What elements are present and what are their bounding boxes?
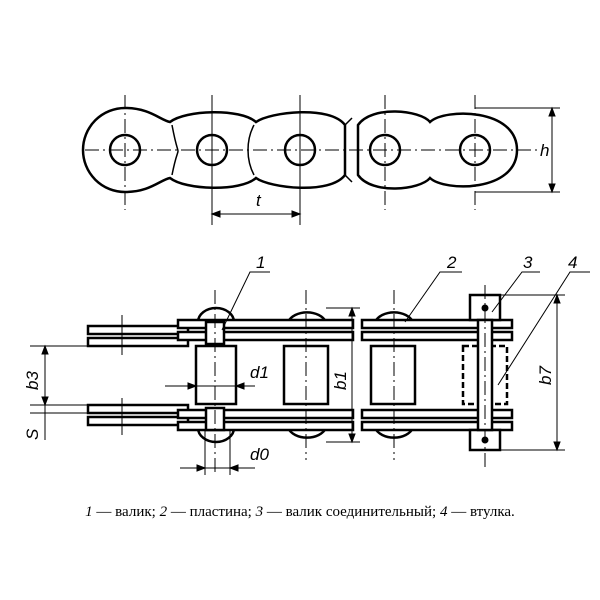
caption-num: 4	[439, 504, 448, 520]
figure-caption: 1 — валик; 2 — пластина; 3 — валик соеди…	[0, 504, 600, 521]
part-2-label: 2	[446, 253, 457, 272]
caption-text: — втулка.	[447, 504, 515, 520]
caption-text: — пластина;	[167, 504, 256, 520]
caption-num: 1	[85, 504, 93, 520]
pitch-label: t	[256, 191, 262, 210]
plate-outline-left	[81, 106, 347, 194]
s-label: S	[23, 428, 42, 440]
plate-outline-right	[356, 110, 519, 190]
caption-num: 3	[255, 504, 264, 520]
d0-label: d0	[250, 445, 269, 464]
height-label: h	[540, 141, 549, 160]
d1-label: d1	[250, 363, 269, 382]
part-3-label: 3	[523, 253, 533, 272]
caption-text: — валик соединительный;	[263, 504, 440, 520]
b1-label: b1	[331, 371, 350, 390]
plate-inner-left	[171, 124, 179, 176]
caption-text: — валик;	[92, 504, 160, 520]
b7-label: b7	[536, 366, 555, 385]
b3-label: b3	[23, 371, 42, 390]
caption-num: 2	[159, 504, 168, 520]
part-4-label: 4	[568, 253, 577, 272]
part-1-label: 1	[256, 253, 265, 272]
